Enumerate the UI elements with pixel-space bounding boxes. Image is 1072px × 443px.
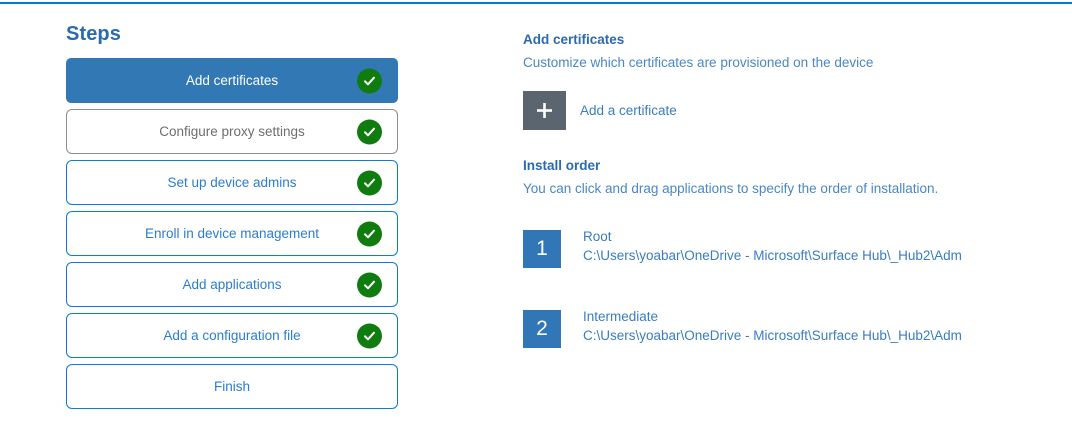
sidebar-step-configure-proxy-settings[interactable]: Configure proxy settings bbox=[66, 109, 398, 154]
order-item-text: Intermediate C:\Users\yoabar\OneDrive - … bbox=[583, 308, 962, 345]
order-number-badge: 1 bbox=[523, 230, 561, 268]
sidebar-step-enroll-in-device-management[interactable]: Enroll in device management bbox=[66, 211, 398, 256]
order-item-path: C:\Users\yoabar\OneDrive - Microsoft\Sur… bbox=[583, 248, 962, 263]
step-label: Finish bbox=[213, 378, 250, 394]
steps-panel: Steps Add certificates Configure proxy s… bbox=[66, 22, 398, 415]
check-circle-icon bbox=[357, 272, 382, 297]
detail-panel: Add certificates Customize which certifi… bbox=[523, 31, 1053, 390]
plus-icon bbox=[523, 91, 566, 130]
top-accent-bar bbox=[0, 2, 1072, 4]
sidebar-step-set-up-device-admins[interactable]: Set up device admins bbox=[66, 160, 398, 205]
step-label: Enroll in device management bbox=[144, 225, 320, 241]
sidebar-step-add-a-configuration-file[interactable]: Add a configuration file bbox=[66, 313, 398, 358]
add-a-certificate-button[interactable]: Add a certificate bbox=[523, 91, 733, 130]
order-number-badge: 2 bbox=[523, 310, 561, 348]
order-item-name: Root bbox=[583, 229, 612, 244]
check-circle-icon bbox=[357, 221, 382, 246]
order-item-name: Intermediate bbox=[583, 309, 659, 324]
step-label: Add certificates bbox=[185, 72, 279, 88]
detail-subheading: Customize which certificates are provisi… bbox=[523, 55, 874, 70]
check-circle-icon bbox=[357, 170, 382, 195]
list-item[interactable]: 2 Intermediate C:\Users\yoabar\OneDrive … bbox=[523, 308, 1053, 348]
check-circle-icon bbox=[357, 323, 382, 348]
list-item[interactable]: 1 Root C:\Users\yoabar\OneDrive - Micros… bbox=[523, 228, 1053, 268]
add-a-certificate-label: Add a certificate bbox=[580, 102, 677, 118]
sidebar-step-add-certificates[interactable]: Add certificates bbox=[66, 58, 398, 103]
install-order-heading: Install order bbox=[523, 158, 601, 173]
step-label: Add applications bbox=[182, 276, 282, 292]
install-order-list: 1 Root C:\Users\yoabar\OneDrive - Micros… bbox=[523, 228, 1053, 348]
install-order-section: Install order You can click and drag app… bbox=[523, 157, 1053, 348]
order-item-text: Root C:\Users\yoabar\OneDrive - Microsof… bbox=[583, 228, 962, 265]
step-label: Set up device admins bbox=[167, 174, 297, 190]
step-label: Configure proxy settings bbox=[159, 123, 305, 139]
check-circle-icon bbox=[357, 68, 382, 93]
check-circle-icon bbox=[357, 119, 382, 144]
order-item-path: C:\Users\yoabar\OneDrive - Microsoft\Sur… bbox=[583, 328, 962, 343]
install-order-subheading: You can click and drag applications to s… bbox=[523, 181, 939, 196]
steps-title: Steps bbox=[66, 23, 121, 45]
step-label: Add a configuration file bbox=[163, 327, 301, 343]
sidebar-step-add-applications[interactable]: Add applications bbox=[66, 262, 398, 307]
sidebar-step-finish[interactable]: Finish bbox=[66, 364, 398, 409]
detail-heading: Add certificates bbox=[523, 32, 625, 47]
